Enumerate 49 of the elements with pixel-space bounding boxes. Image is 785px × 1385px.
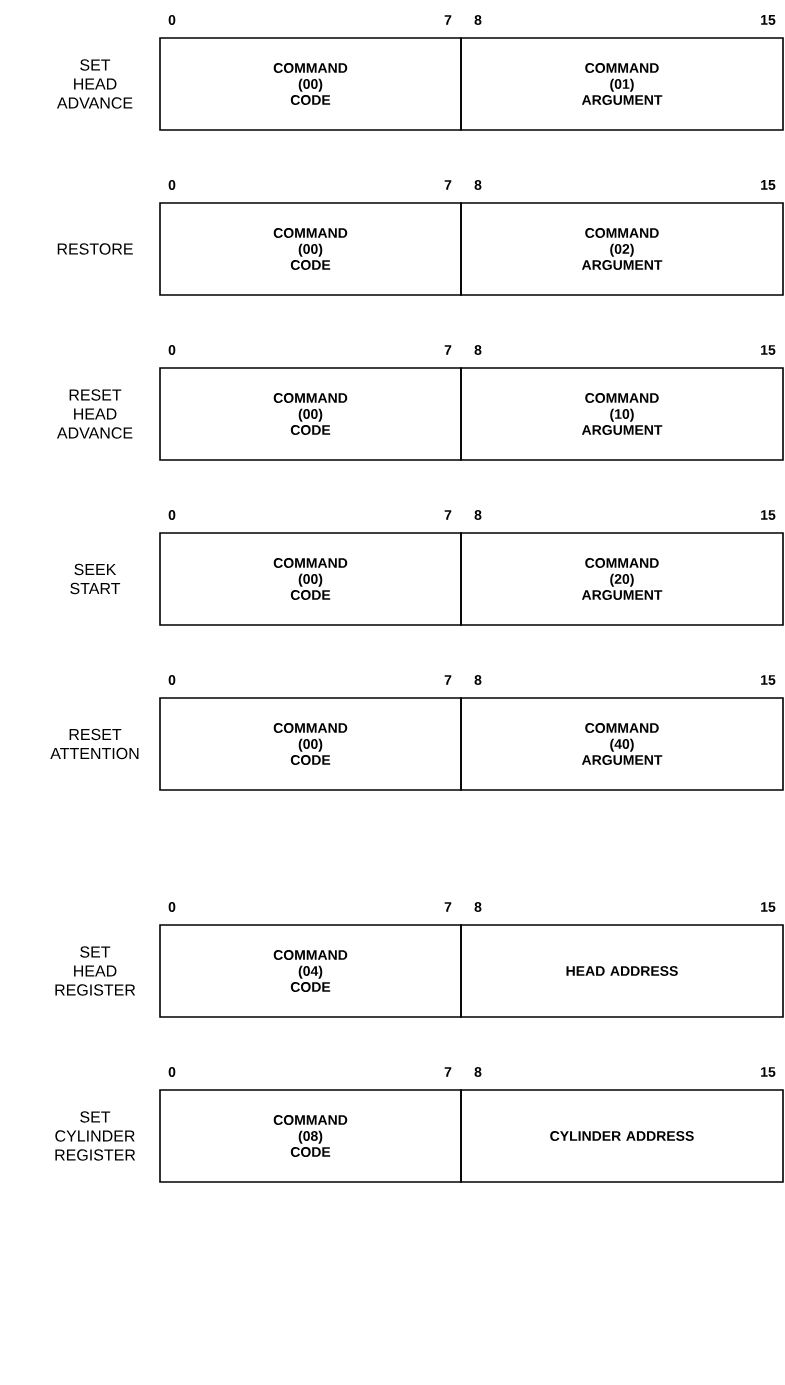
bit-number: 7 — [444, 675, 452, 685]
bit-number: 8 — [474, 180, 482, 190]
command-name: SET HEAD REGISTER — [55, 946, 136, 996]
bit-number: 8 — [474, 15, 482, 25]
bit-number: 8 — [474, 902, 482, 912]
bit-number: 8 — [474, 510, 482, 520]
register-field: HEAD ADDRESS — [460, 924, 784, 1018]
bit-number: 15 — [761, 345, 776, 355]
register-field: COMMAND (00) CODE — [159, 367, 462, 461]
bit-number: 15 — [761, 675, 776, 685]
bit-number: 7 — [444, 345, 452, 355]
bit-number: 8 — [474, 345, 482, 355]
bit-number: 7 — [444, 510, 452, 520]
register-field: COMMAND (20) ARGUMENT — [460, 532, 784, 626]
bit-number: 0 — [168, 1067, 176, 1077]
bit-number: 0 — [168, 15, 176, 25]
command-name: SEEK START — [70, 563, 121, 595]
bit-number: 8 — [474, 675, 482, 685]
command-name: SET HEAD ADVANCE — [56, 59, 133, 109]
register-field: COMMAND (01) ARGUMENT — [460, 37, 784, 131]
bit-number: 0 — [168, 902, 176, 912]
bit-number: 0 — [168, 510, 176, 520]
command-name: RESET HEAD ADVANCE — [56, 389, 133, 439]
bit-number: 0 — [168, 675, 176, 685]
bit-number: 15 — [761, 902, 776, 912]
register-field: COMMAND (00) CODE — [159, 37, 462, 131]
register-field: COMMAND (08) CODE — [159, 1089, 462, 1183]
register-field: COMMAND (10) ARGUMENT — [460, 367, 784, 461]
register-field: COMMAND (40) ARGUMENT — [460, 697, 784, 791]
command-name: RESET ATTENTION — [50, 728, 139, 760]
register-field: COMMAND (00) CODE — [159, 532, 462, 626]
register-field: COMMAND (02) ARGUMENT — [460, 202, 784, 296]
register-field: CYLINDER ADDRESS — [460, 1089, 784, 1183]
register-field: COMMAND (04) CODE — [159, 924, 462, 1018]
command-name: RESTORE — [57, 243, 133, 255]
bit-number: 15 — [761, 180, 776, 190]
bit-number: 15 — [761, 510, 776, 520]
register-field: COMMAND (00) CODE — [159, 697, 462, 791]
bit-number: 0 — [168, 345, 176, 355]
bit-number: 7 — [444, 1067, 452, 1077]
register-field: COMMAND (00) CODE — [159, 202, 462, 296]
bit-number: 0 — [168, 180, 176, 190]
bit-number: 8 — [474, 1067, 482, 1077]
bit-number: 15 — [761, 15, 776, 25]
bit-number: 7 — [444, 15, 452, 25]
bit-number: 15 — [761, 1067, 776, 1077]
command-name: SET CYLINDER REGISTER — [55, 1111, 136, 1161]
bit-number: 7 — [444, 180, 452, 190]
bit-number: 7 — [444, 902, 452, 912]
